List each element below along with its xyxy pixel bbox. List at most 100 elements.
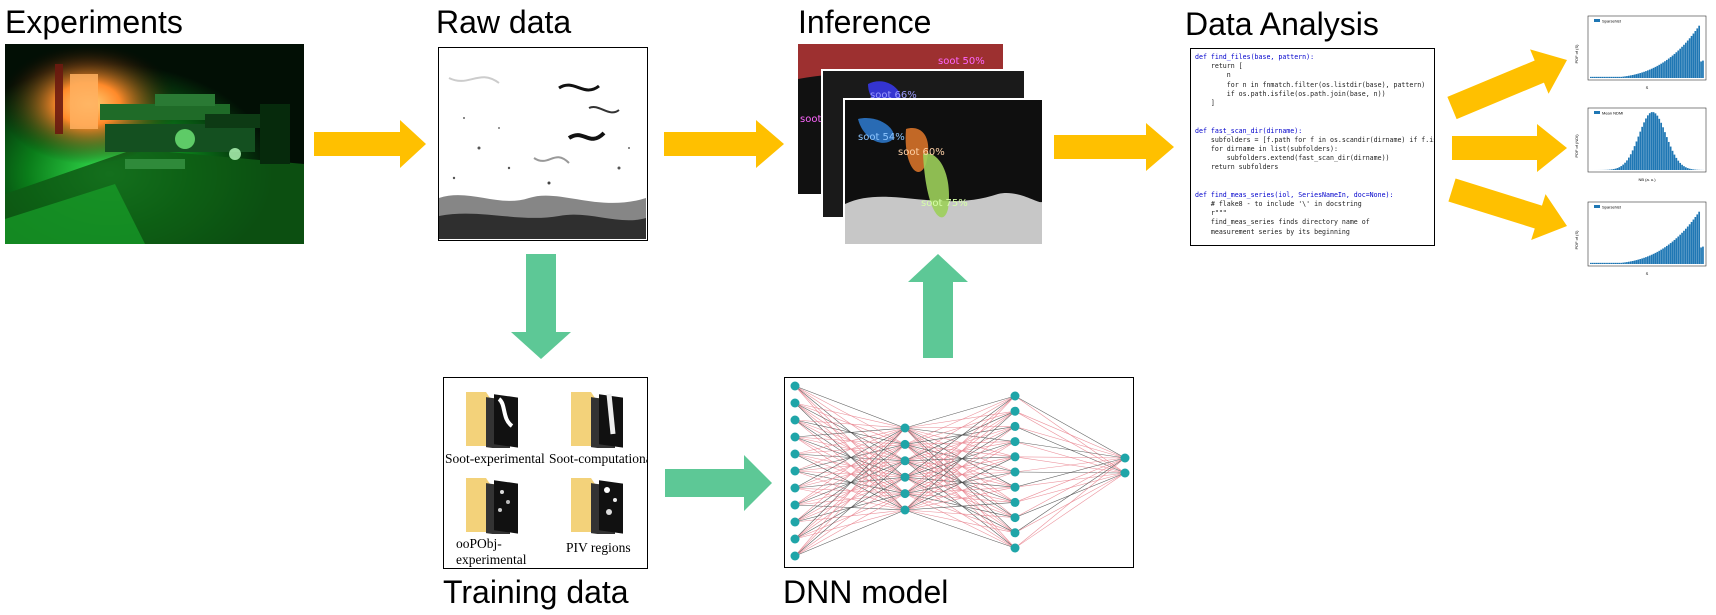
histogram-bar (1688, 168, 1691, 170)
histogram-bar (1654, 252, 1657, 264)
network-node (1120, 468, 1130, 478)
network-edge (904, 456, 1016, 511)
histogram-bar (1629, 75, 1632, 78)
network-node (1010, 543, 1020, 553)
network-edge (1014, 472, 1126, 549)
histogram-bar (1683, 230, 1685, 264)
histogram-bar (1641, 72, 1644, 78)
histogram-ylabel: PDF of (NDI) (1574, 134, 1579, 158)
network-edge (904, 426, 1016, 445)
network-edge (794, 493, 906, 557)
network-edge (904, 444, 1016, 518)
histogram-bar (1647, 256, 1649, 264)
histogram-bar (1685, 42, 1687, 78)
network-node (1010, 528, 1020, 538)
network-edge (904, 444, 1016, 488)
histogram-bar (1637, 73, 1640, 78)
stage-title-data-analysis: Data Analysis (1185, 6, 1379, 42)
histogram-bar (1654, 113, 1657, 170)
histogram-bar (1647, 70, 1649, 78)
network-node (790, 381, 800, 391)
network-edge (904, 476, 1016, 549)
histogram-bar (1696, 214, 1699, 264)
histogram-bar (1610, 169, 1613, 170)
histogram-bar (1637, 136, 1640, 170)
histogram-bar (1675, 52, 1678, 78)
network-edge (794, 427, 906, 523)
histogram-bar (1658, 64, 1661, 78)
network-edge (904, 444, 1016, 458)
code-line: ] (1195, 98, 1215, 107)
histogram-bar (1700, 247, 1702, 264)
histogram-bar (1675, 238, 1678, 264)
network-edge (904, 471, 1016, 478)
histogram-bar (1671, 150, 1674, 170)
histogram-bar (1671, 241, 1674, 264)
histogram-bar (1645, 257, 1647, 264)
arrow-analysis-to-histogram-3 (1448, 178, 1567, 240)
histogram-bar (1662, 62, 1664, 78)
histogram-bar (1620, 166, 1623, 170)
histogram-bar (1702, 60, 1704, 78)
histogram-bar (1669, 57, 1672, 78)
histogram-bar (1679, 234, 1682, 264)
network-edge (904, 441, 1016, 445)
network-edge (794, 476, 906, 557)
arrow-raw-to-training (511, 254, 571, 359)
network-edge (904, 395, 1016, 511)
folder-icon-1 (466, 392, 518, 448)
folder-label-piv-regions: PIV regions (566, 540, 631, 555)
histogram-bar (1647, 115, 1649, 170)
network-node (900, 423, 910, 433)
histogram-bar (1650, 112, 1653, 170)
histogram-bar (1626, 76, 1628, 78)
network-edge (904, 427, 1016, 473)
network-edge (904, 460, 1016, 518)
histogram-bar (1593, 262, 1596, 264)
histogram-bar (1688, 38, 1691, 78)
inference-images: soot 50% soot 56% soot 66% soot 54% soot… (798, 44, 1044, 246)
network-edge (904, 476, 1016, 503)
histogram-xlabel: S (1646, 85, 1649, 90)
histogram-bar (1683, 166, 1685, 170)
network-node (790, 500, 800, 510)
network-node (900, 439, 910, 449)
network-edge (904, 410, 1016, 429)
histogram-bar (1694, 31, 1697, 78)
folder-label-soot-experimental: Soot-experimental (445, 451, 545, 466)
network-edge (1014, 410, 1126, 459)
histogram-bar (1628, 261, 1630, 264)
network-node (790, 398, 800, 408)
histogram-bar (1616, 168, 1619, 170)
network-edge (1014, 457, 1126, 549)
histogram-bar (1645, 71, 1647, 78)
network-edge (904, 456, 1016, 494)
histogram-bar (1591, 76, 1594, 78)
histogram-bar (1666, 59, 1668, 78)
experiment-photo (5, 44, 304, 244)
network-edge (904, 509, 1016, 534)
histogram-bar (1666, 137, 1668, 170)
histogram-bar (1648, 255, 1651, 264)
network-edge (904, 444, 1016, 534)
histogram-bar (1628, 75, 1630, 78)
network-edge (794, 427, 906, 455)
network-node (790, 466, 800, 476)
arrow-raw-to-inference (664, 120, 784, 168)
histogram-bar (1656, 115, 1659, 170)
histogram-bar (1633, 74, 1636, 78)
network-node (900, 456, 910, 466)
histogram-legend: Sparsehist (1602, 205, 1622, 210)
histogram-bar (1692, 169, 1695, 170)
arrow-analysis-to-histogram-2 (1452, 124, 1567, 172)
histogram-bar (1698, 25, 1701, 78)
network-edge (1014, 456, 1126, 459)
histogram-bar (1700, 61, 1702, 78)
histogram-bar (1629, 154, 1632, 170)
histogram-bar (1666, 245, 1668, 264)
code-line: for n in fnmatch.filter(os.listdir(base)… (1195, 80, 1426, 89)
histogram-bar (1679, 48, 1682, 78)
code-line: subfolders = [f.path for f in os.scandir… (1210, 135, 1434, 144)
